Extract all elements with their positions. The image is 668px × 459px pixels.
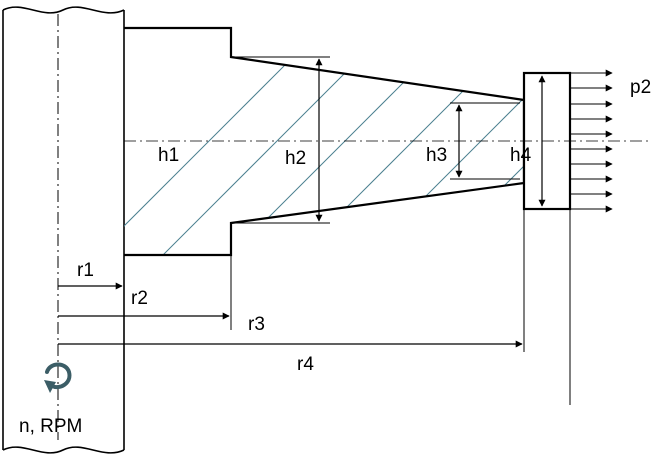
disk-hatching xyxy=(124,10,668,270)
rotation-arrow-icon xyxy=(44,362,72,393)
hatch-line xyxy=(124,28,341,255)
height-dimensions xyxy=(315,58,546,222)
label-r4: r4 xyxy=(297,354,314,375)
hatch-line xyxy=(147,28,409,255)
pressure-arrows xyxy=(570,69,613,213)
label-h1: h1 xyxy=(158,145,179,166)
label-rpm: n, RPM xyxy=(19,416,82,437)
label-h3: h3 xyxy=(426,145,447,166)
shaft-bottom-break xyxy=(2,446,125,454)
extension-lines xyxy=(230,56,571,405)
radius-dimensions xyxy=(58,282,523,348)
hatch-line xyxy=(215,28,477,255)
hatch-line xyxy=(556,10,668,270)
shaft-top-break xyxy=(2,6,125,14)
label-h2: h2 xyxy=(285,148,306,169)
shaft xyxy=(2,6,125,454)
disk-outline xyxy=(124,26,526,257)
label-r1: r1 xyxy=(77,260,94,281)
label-r2: r2 xyxy=(131,288,148,309)
hatch-line xyxy=(624,10,668,270)
hatch-line xyxy=(283,28,524,255)
hatch-line xyxy=(351,28,524,255)
label-p2: p2 xyxy=(630,77,651,98)
hatch-line xyxy=(487,28,524,255)
label-r3: r3 xyxy=(248,314,265,335)
label-h4: h4 xyxy=(510,145,532,166)
